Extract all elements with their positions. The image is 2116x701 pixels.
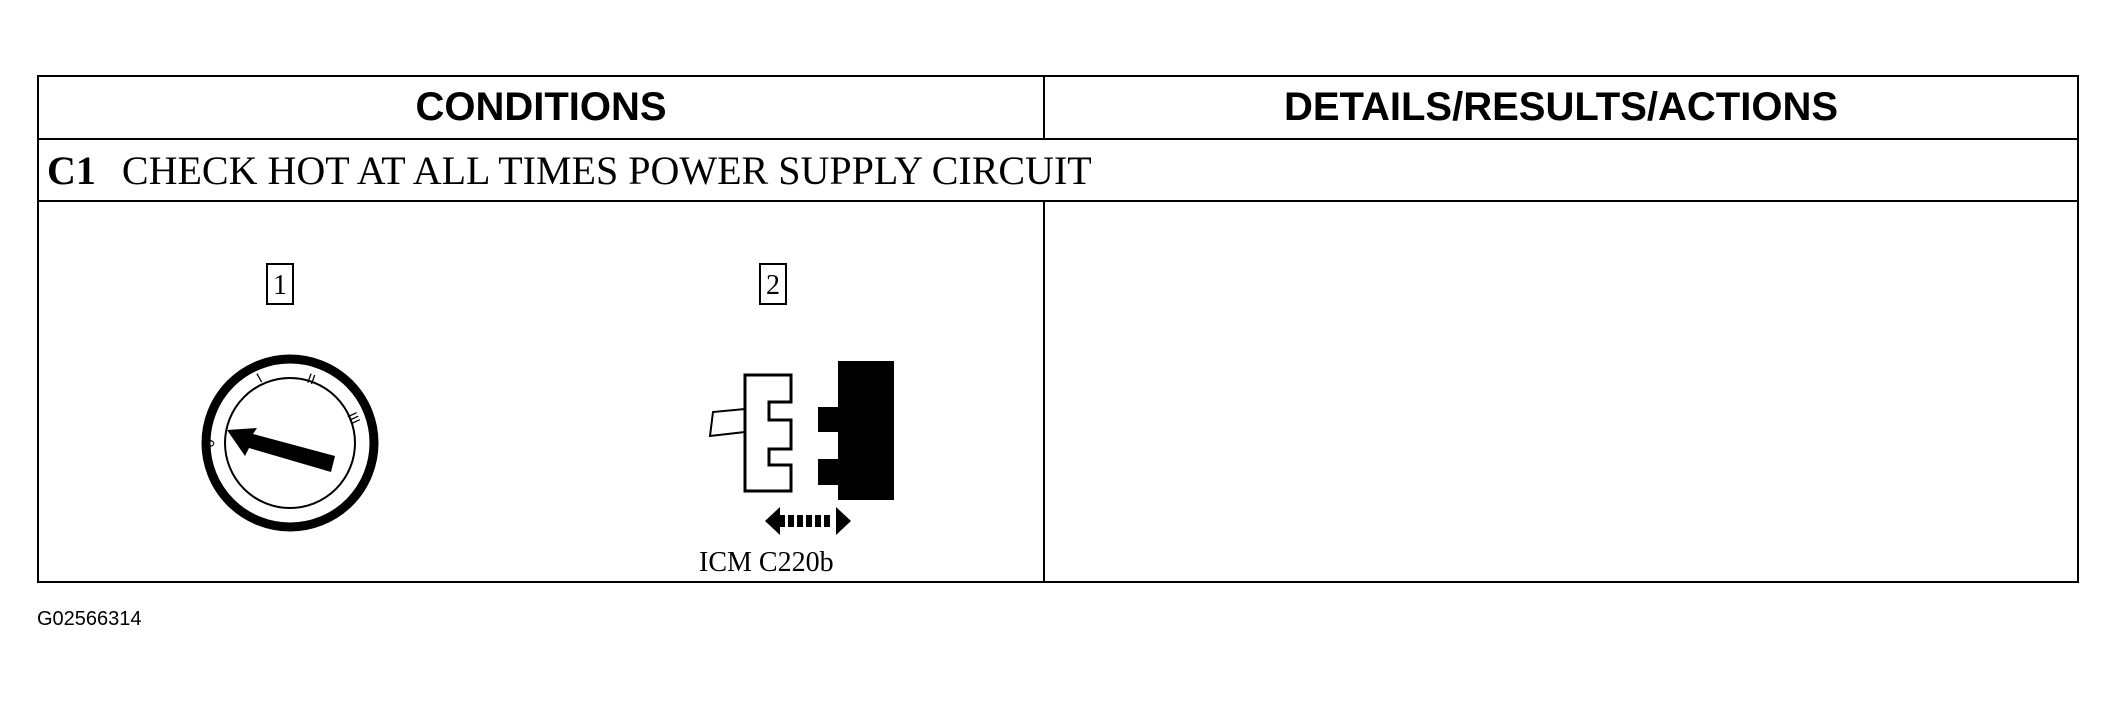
conditions-cell: 1 0 I II III 2 bbox=[39, 202, 1045, 581]
step-2-label: 2 bbox=[766, 270, 780, 301]
step-title: CHECK HOT AT ALL TIMES POWER SUPPLY CIRC… bbox=[121, 147, 1092, 193]
step-id: C1 bbox=[47, 147, 96, 193]
diagnostic-table: CONDITIONS DETAILS/RESULTS/ACTIONS C1 CH… bbox=[37, 75, 2079, 583]
switch-position-0: 0 bbox=[200, 437, 218, 449]
details-cell bbox=[1045, 202, 2077, 581]
ignition-switch-icon: 0 I II III bbox=[200, 354, 379, 532]
illustration: 1 0 I II III 2 bbox=[200, 263, 894, 535]
double-arrow-icon bbox=[765, 507, 851, 535]
connector-icon bbox=[708, 361, 894, 500]
step-1-label: 1 bbox=[273, 270, 287, 301]
switch-position-1: I bbox=[254, 370, 265, 386]
header-conditions: CONDITIONS bbox=[39, 77, 1045, 140]
switch-key-arrow bbox=[227, 428, 335, 472]
step-2-number: 2 bbox=[759, 263, 787, 305]
figure-id: G02566314 bbox=[37, 608, 142, 630]
connector-caption: ICM C220b bbox=[699, 547, 834, 578]
header-details: DETAILS/RESULTS/ACTIONS bbox=[1045, 77, 2077, 140]
step-row: C1 CHECK HOT AT ALL TIMES POWER SUPPLY C… bbox=[39, 140, 2077, 202]
step-1-number: 1 bbox=[266, 263, 294, 305]
